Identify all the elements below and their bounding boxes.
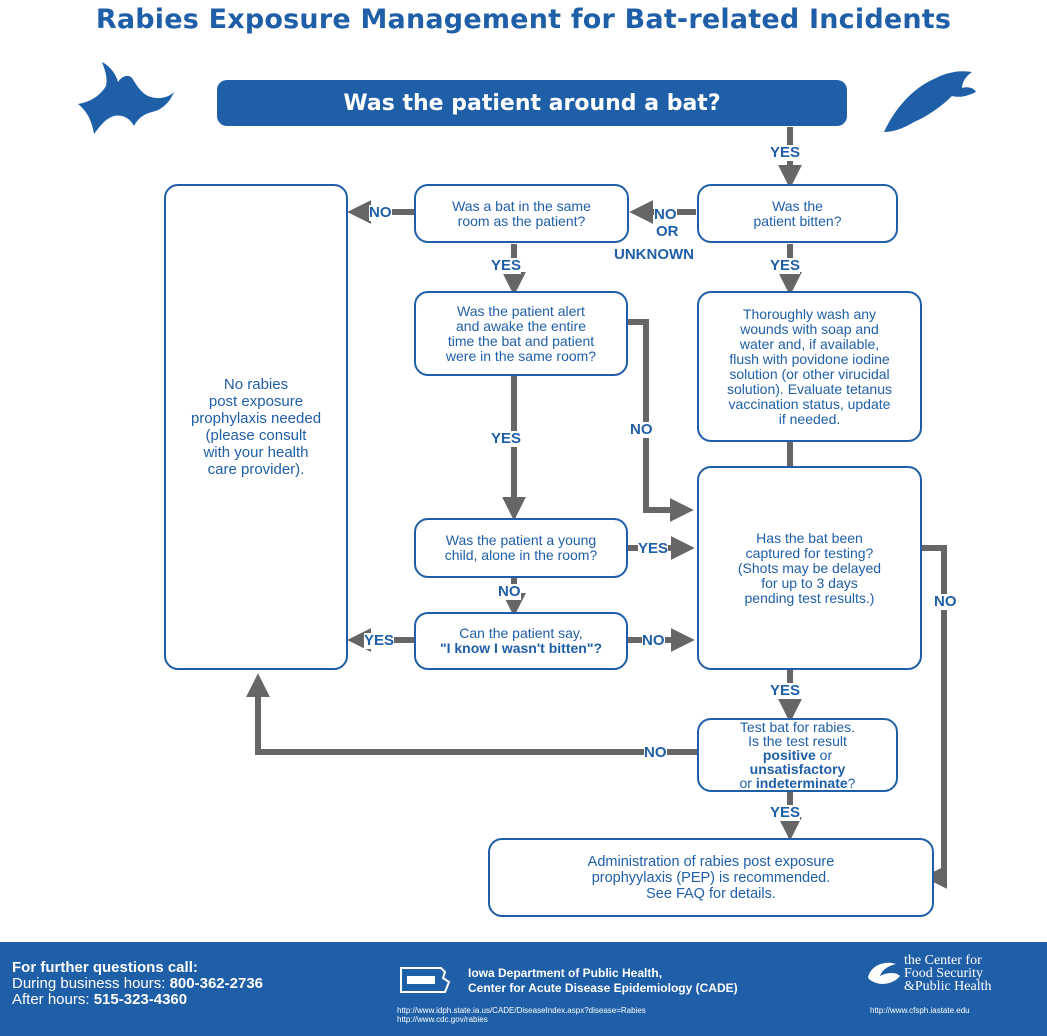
label-yes: YES <box>638 540 669 557</box>
pep-recommended-box: Administration of rabies post exposure p… <box>488 838 934 917</box>
footer: For further questions call: During busin… <box>0 942 1047 1036</box>
question-around-bat: Was the patient around a bat? <box>217 80 847 126</box>
question-bitten: Was the patient bitten? <box>697 184 898 243</box>
question-same-room: Was a bat in the same room as the patien… <box>414 184 629 243</box>
label-yes: YES <box>364 632 395 649</box>
cfsph-url[interactable]: http://www.cfsph.iastate.edu <box>870 1006 970 1015</box>
contact-phones: For further questions call: During busin… <box>12 959 264 1008</box>
label-no: NO <box>934 593 957 610</box>
question-captured: Has the bat been captured for testing? (… <box>697 466 922 670</box>
cfsph-name: the Center for Food Security &Public Hea… <box>904 953 992 994</box>
wash-wounds-box: Thoroughly wash any wounds with soap and… <box>697 291 922 442</box>
arrow-test-to-nopep <box>246 673 697 755</box>
no-pep-box: No rabies post exposure prophylaxis need… <box>164 184 348 670</box>
page-title: Rabies Exposure Management for Bat-relat… <box>95 4 952 35</box>
label-yes: YES <box>491 430 522 447</box>
bat-silhouette-icon <box>78 62 174 134</box>
label-no: NO <box>498 583 521 600</box>
idph-name: Iowa Department of Public Health, Center… <box>468 966 738 995</box>
question-say-not-bitten: Can the patient say,"I know I wasn't bit… <box>414 612 628 670</box>
bat-wing-icon <box>884 71 976 132</box>
label-or: OR <box>656 223 679 240</box>
label-no: NO <box>369 204 392 221</box>
question-alert: Was the patient alert and awake the enti… <box>414 291 628 376</box>
label-yes: YES <box>770 257 801 274</box>
label-yes: YES <box>770 144 801 161</box>
label-no: NO <box>630 421 653 438</box>
label-unknown: UNKNOWN <box>614 246 694 263</box>
label-no: NO <box>654 206 677 223</box>
idph-logo-icon <box>400 967 451 993</box>
question-young-child: Was the patient a young child, alone in … <box>414 518 628 578</box>
label-yes: YES <box>770 682 801 699</box>
arrow-alert-no-to-captured <box>628 319 694 522</box>
cfsph-logo-icon <box>868 962 900 984</box>
label-yes: YES <box>770 804 801 821</box>
label-no: NO <box>642 632 665 649</box>
label-yes: YES <box>491 257 522 274</box>
idph-urls[interactable]: http://www.idph.state.ia.us/CADE/Disease… <box>397 1006 646 1024</box>
arrow-captured-no-to-pep <box>922 545 948 889</box>
label-no: NO <box>644 744 667 761</box>
